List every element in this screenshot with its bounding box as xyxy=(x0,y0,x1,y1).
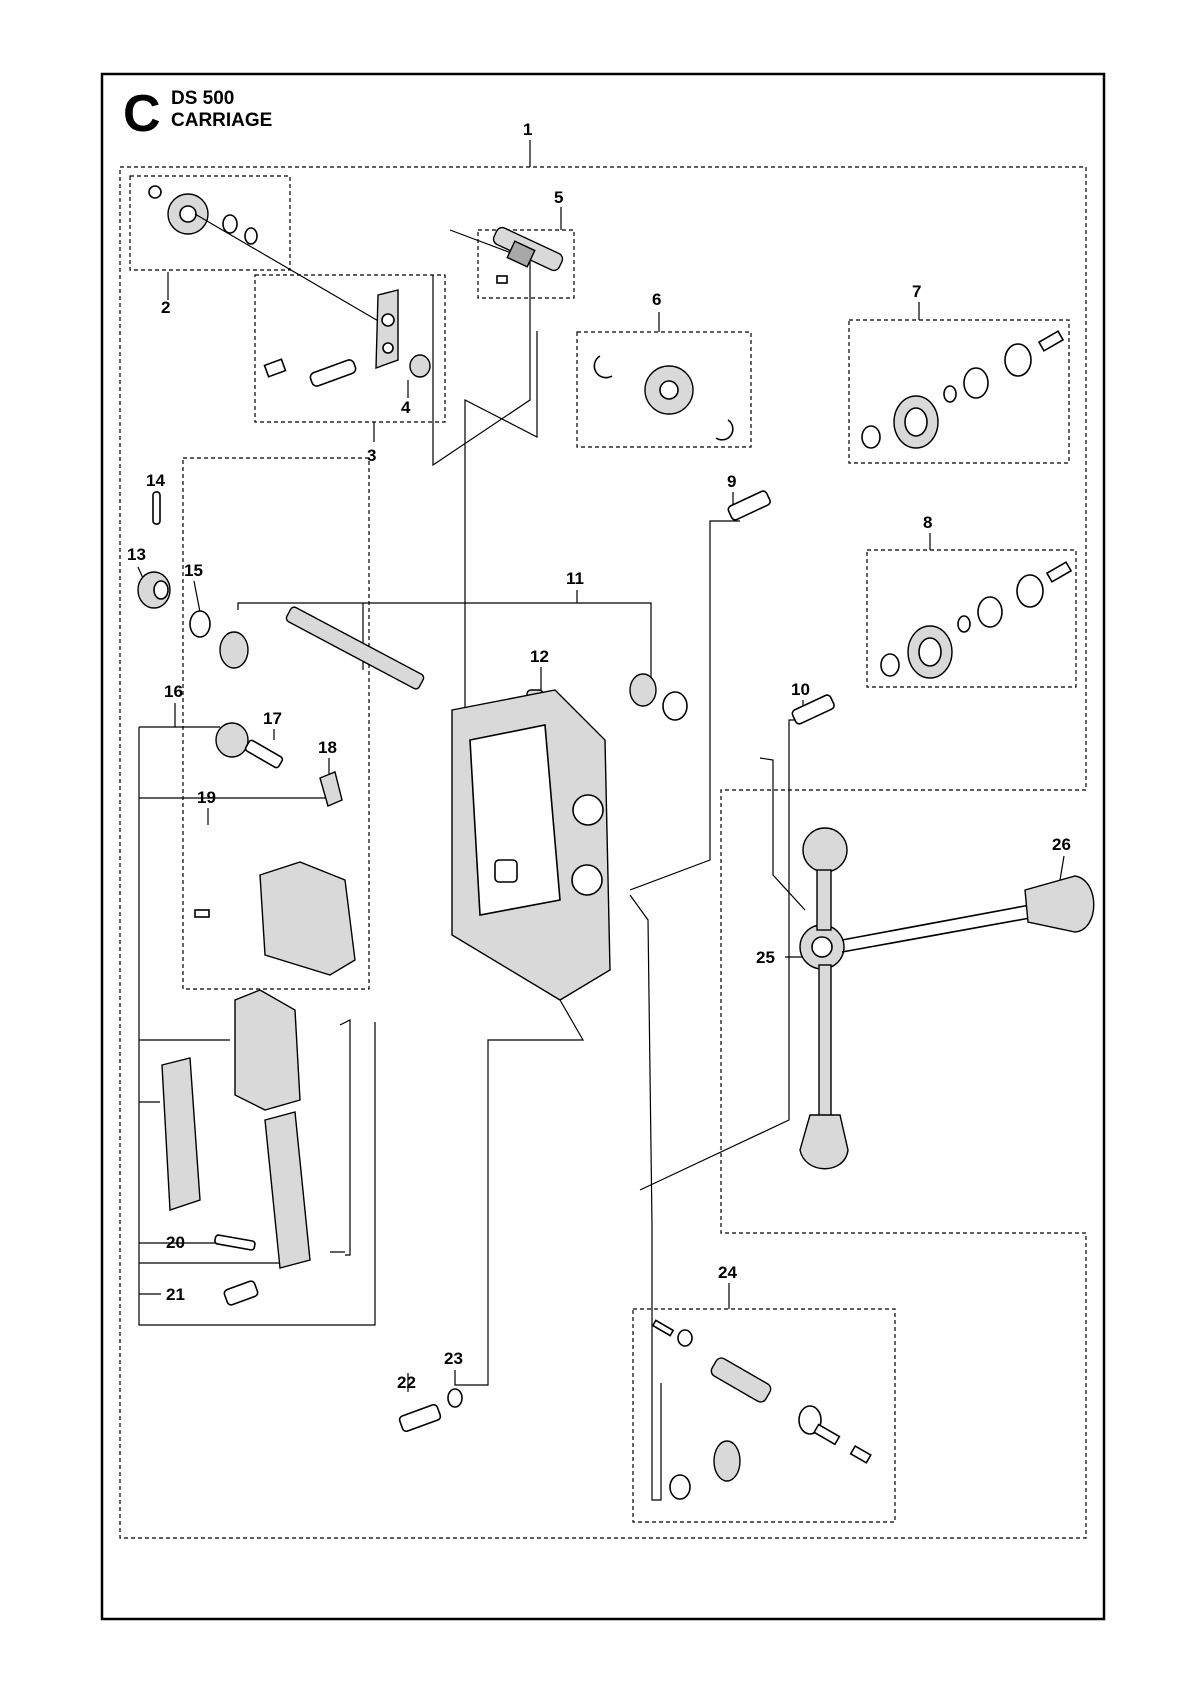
group-box-7 xyxy=(848,319,1070,464)
callout-13: 13 xyxy=(127,545,146,564)
part-8-bearing-set xyxy=(880,561,1073,679)
part-13-collar xyxy=(137,571,171,609)
callout-19: 19 xyxy=(197,788,216,807)
part-9-pin xyxy=(727,490,771,521)
part-6-gear xyxy=(593,355,734,441)
callout-15: 15 xyxy=(184,561,203,580)
callout-3: 3 xyxy=(367,446,376,465)
callout-8: 8 xyxy=(923,513,932,532)
part-17-screw xyxy=(215,722,284,769)
callout-1: 1 xyxy=(523,120,532,139)
callout-12: 12 xyxy=(530,647,549,666)
callout-26: 26 xyxy=(1052,835,1071,854)
part-21-screw xyxy=(223,1280,259,1306)
callout-10: 10 xyxy=(791,680,810,699)
part-19-cover xyxy=(194,861,356,976)
part-11-shaft-assembly xyxy=(219,606,688,721)
part-20-pin xyxy=(214,1234,256,1251)
callout-18: 18 xyxy=(318,738,337,757)
part-14-pin xyxy=(152,491,161,525)
callout-23: 23 xyxy=(444,1349,463,1368)
part-25-26-handle xyxy=(799,827,1095,1170)
callout-25: 25 xyxy=(756,948,775,967)
group-box-1 xyxy=(119,166,1087,1539)
part-2-gear-group xyxy=(148,185,381,323)
part-15-washer xyxy=(189,610,211,638)
group-box-19 xyxy=(182,457,370,990)
callout-6: 6 xyxy=(652,290,661,309)
callout-5: 5 xyxy=(554,188,563,207)
group-box-8 xyxy=(866,549,1077,688)
callout-11: 11 xyxy=(566,569,584,588)
callout-labels: 1 2 3 4 5 6 7 8 9 10 11 12 13 14 15 16 1… xyxy=(127,120,1071,1392)
leader-lines xyxy=(137,140,1065,1501)
part-3-bracket xyxy=(263,289,431,387)
part-18-clip xyxy=(319,771,343,807)
part-carriage-housing xyxy=(451,689,611,1001)
part-24-lock-assembly xyxy=(651,1319,872,1500)
callout-16: 16 xyxy=(164,682,183,701)
assembly-title: CARRIAGE xyxy=(171,110,272,131)
part-23-washer xyxy=(447,1388,463,1408)
callout-17: 17 xyxy=(263,709,282,728)
callout-7: 7 xyxy=(912,282,921,301)
group-box-5 xyxy=(477,229,575,299)
page-frame xyxy=(100,72,1106,1621)
part-5-pinion-shaft xyxy=(492,226,564,284)
model-title: DS 500 xyxy=(171,88,234,109)
part-10-pin xyxy=(791,694,835,725)
callout-21: 21 xyxy=(166,1285,185,1304)
part-7-bearing-set xyxy=(861,330,1065,449)
part-guide-plates xyxy=(161,989,311,1269)
callout-20: 20 xyxy=(166,1233,185,1252)
group-box-24 xyxy=(632,1308,896,1523)
group-box-2 xyxy=(129,175,291,271)
callout-22: 22 xyxy=(397,1373,416,1392)
callout-2: 2 xyxy=(161,298,170,317)
group-box-3 xyxy=(254,274,446,423)
part-22-screw xyxy=(398,1403,442,1433)
callout-24: 24 xyxy=(718,1263,737,1282)
callout-9: 9 xyxy=(727,472,736,491)
callout-14: 14 xyxy=(146,471,165,490)
group-box-6 xyxy=(576,331,752,448)
section-letter: C xyxy=(123,85,161,143)
callout-4: 4 xyxy=(401,398,411,417)
